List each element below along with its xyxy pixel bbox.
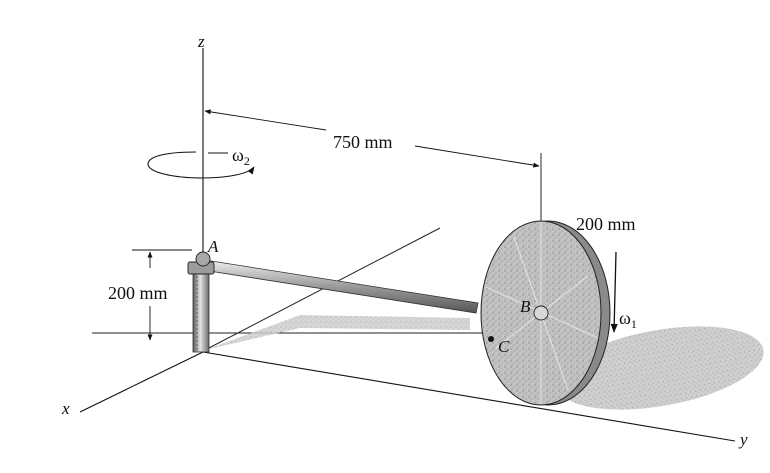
dim-radius-label: 200 mm (576, 214, 636, 234)
connecting-rod (202, 259, 479, 314)
dim-height-label: 200 mm (108, 283, 168, 303)
omega1-arrow (610, 251, 618, 333)
omega2-label: ω2 (232, 145, 250, 168)
z-axis-label: z (197, 32, 205, 51)
dim-750-label: 750 mm (333, 132, 393, 152)
point-a-label: A (207, 237, 219, 256)
dim-750-line-left (204, 109, 327, 131)
y-axis-label: y (738, 430, 748, 449)
disk-shadow (556, 326, 764, 410)
x-axis-label: x (61, 399, 70, 418)
disk-hub (533, 305, 549, 321)
y-axis (202, 351, 736, 442)
point-c-dot (488, 336, 494, 342)
rod-shadow (205, 315, 470, 350)
omega1-label: ω1 (619, 308, 637, 331)
support-post (192, 271, 210, 353)
point-c-label: C (498, 337, 510, 356)
dim-750-line-right (414, 145, 540, 168)
omega2-rotation-arrow (147, 151, 255, 179)
x-axis (79, 351, 204, 413)
point-b-label: B (520, 297, 531, 316)
joint-ball (195, 251, 211, 267)
